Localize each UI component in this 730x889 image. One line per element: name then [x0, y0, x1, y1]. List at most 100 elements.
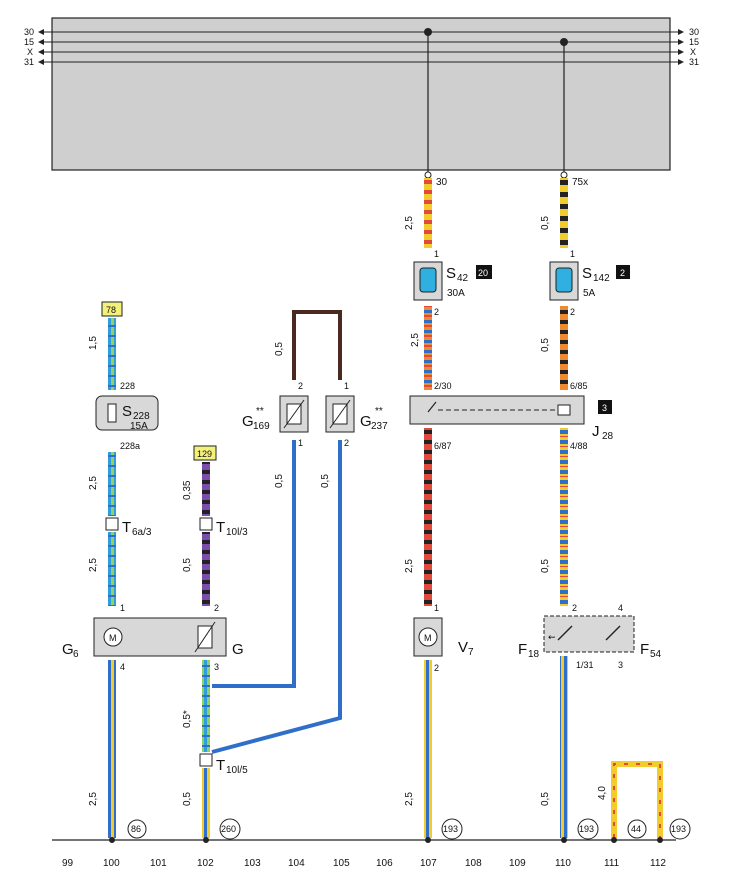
pin-g237-top: 1 [344, 381, 349, 391]
bus-label-left-x: X [27, 47, 33, 57]
ground-ref-86: 86 [131, 824, 141, 834]
scale-108: 108 [465, 858, 482, 869]
pin-g169-bot: 1 [298, 438, 303, 448]
wire-100-mid2 [108, 532, 116, 606]
bus-arrows [38, 29, 684, 65]
ground-ref-44: 44 [631, 824, 641, 834]
fuse-s228-element [107, 403, 117, 423]
fuse-s42-sub: 42 [457, 273, 469, 284]
connector-t10l5-name: T [216, 757, 225, 774]
ref-78: 78 [106, 305, 116, 315]
wire-110-bottom [560, 656, 568, 838]
fuse-s142-element [555, 267, 573, 293]
wire-107-top [424, 178, 432, 248]
switch-f18-sub: 18 [528, 649, 540, 660]
pin-j28-out2: 4/88 [570, 441, 588, 451]
terminal-75x-label: 75x [572, 177, 588, 188]
wire-110-mid [560, 306, 568, 390]
connector-t6a-name: T [122, 519, 131, 536]
wire-110-top-size: 0,5 [540, 216, 551, 230]
wire-111-loop-size: 4,0 [597, 786, 608, 800]
pin-j28-in2: 6/85 [570, 381, 588, 391]
bus-label-right-x: X [690, 47, 696, 57]
motor-v7-name: V [458, 639, 468, 656]
pin-s228-out: 228a [120, 441, 140, 451]
wire-100-top [108, 318, 116, 390]
wire-104-loop [292, 310, 342, 380]
pump-g6-sub: 6 [73, 649, 79, 660]
wire-102-mid1 [202, 462, 210, 516]
terminal-75x [560, 171, 568, 179]
wire-107-mid [424, 306, 432, 390]
connector-t10l3-name: T [216, 519, 225, 536]
wire-107-bottom [424, 660, 432, 838]
wire-104-size: 0,5 [274, 474, 285, 488]
wire-100-bottom [108, 660, 116, 838]
pump-g6-m: M [109, 633, 117, 643]
pin-g-out: 3 [214, 662, 219, 672]
scale-112: 112 [650, 858, 666, 869]
ground-ref-260-circle [219, 818, 241, 840]
terminal-30-label: 30 [436, 177, 448, 188]
scale-101: 101 [150, 858, 167, 869]
pin-s42-in: 1 [434, 249, 439, 259]
sensor-g169-sub: 169 [253, 421, 270, 432]
wire-110-low [560, 428, 568, 606]
fuse-s142-name: S [582, 265, 592, 282]
pin-v7-out: 2 [434, 663, 439, 673]
ground-ref-260: 260 [221, 824, 236, 834]
ground-ref-193a: 193 [443, 824, 458, 834]
wire-110-mid-size: 0,5 [540, 338, 551, 352]
pump-g6-motor-symbol [103, 627, 123, 647]
wire-110-low-size: 0,5 [540, 559, 551, 573]
pin-s142-in: 1 [570, 249, 575, 259]
fuse-s42-rating: 30A [447, 288, 465, 299]
relay-j28-name: J [592, 423, 600, 440]
scale-104: 104 [288, 858, 305, 869]
bus-label-left-15: 15 [24, 37, 34, 47]
connector-t10l3 [199, 517, 213, 531]
scale-100: 100 [103, 858, 120, 869]
ground-ref-44-circle [627, 819, 647, 839]
ground-ref-193c-circle [669, 818, 691, 840]
motor-v7-symbol [418, 627, 438, 647]
wire-102-mid2-size: 0,5 [182, 558, 193, 572]
switch-f18-name: F [518, 641, 527, 658]
sensor-g169-arrow [283, 399, 305, 429]
bus-lines [42, 31, 678, 63]
ref-129: 129 [197, 449, 212, 459]
scale-107: 107 [420, 858, 437, 869]
pin-s228-in: 228 [120, 381, 135, 391]
connector-t10l5-sub: 10l/5 [226, 765, 248, 776]
pin-g6-in: 1 [120, 603, 125, 613]
fuse-s142-ref: 2 [620, 268, 625, 278]
pin-v7-in: 1 [434, 603, 439, 613]
ground-ref-193b-circle [577, 818, 599, 840]
wire-102-mid1-size: 0,35 [182, 480, 193, 500]
pin-g237-bot: 2 [344, 438, 349, 448]
sensor-g237-name: G [360, 413, 372, 430]
pin-j28-in: 2/30 [434, 381, 452, 391]
scale-103: 103 [244, 858, 261, 869]
relay-j28-contact [427, 401, 437, 413]
fuse-s142-rating: 5A [583, 288, 596, 299]
bus-label-right-31: 31 [689, 57, 699, 67]
wire-100-top-size: 1,5 [88, 336, 99, 350]
wire-102-bottom [202, 768, 210, 838]
sender-g-name: G [232, 641, 244, 658]
ground-points [109, 837, 663, 843]
wire-104 [212, 440, 296, 688]
ground-ref-193a-circle [441, 818, 463, 840]
ground-ref-193b: 193 [579, 824, 594, 834]
fuse-s142-ref-tag [616, 265, 630, 279]
switch-f54-sub: 54 [650, 649, 662, 660]
switch-f18-f54 [543, 615, 635, 653]
ground-ref-193c: 193 [671, 824, 686, 834]
wire-110-bottom-size: 0,5 [540, 792, 551, 806]
wire-102-low-size: 0,5* [182, 710, 193, 728]
fuse-s228-sub: 228 [133, 411, 150, 422]
sensor-g169-name: G [242, 413, 254, 430]
relay-j28-sub: 28 [602, 431, 614, 442]
fuse-s228-name: S [122, 403, 132, 420]
scale-99: 99 [62, 858, 74, 869]
